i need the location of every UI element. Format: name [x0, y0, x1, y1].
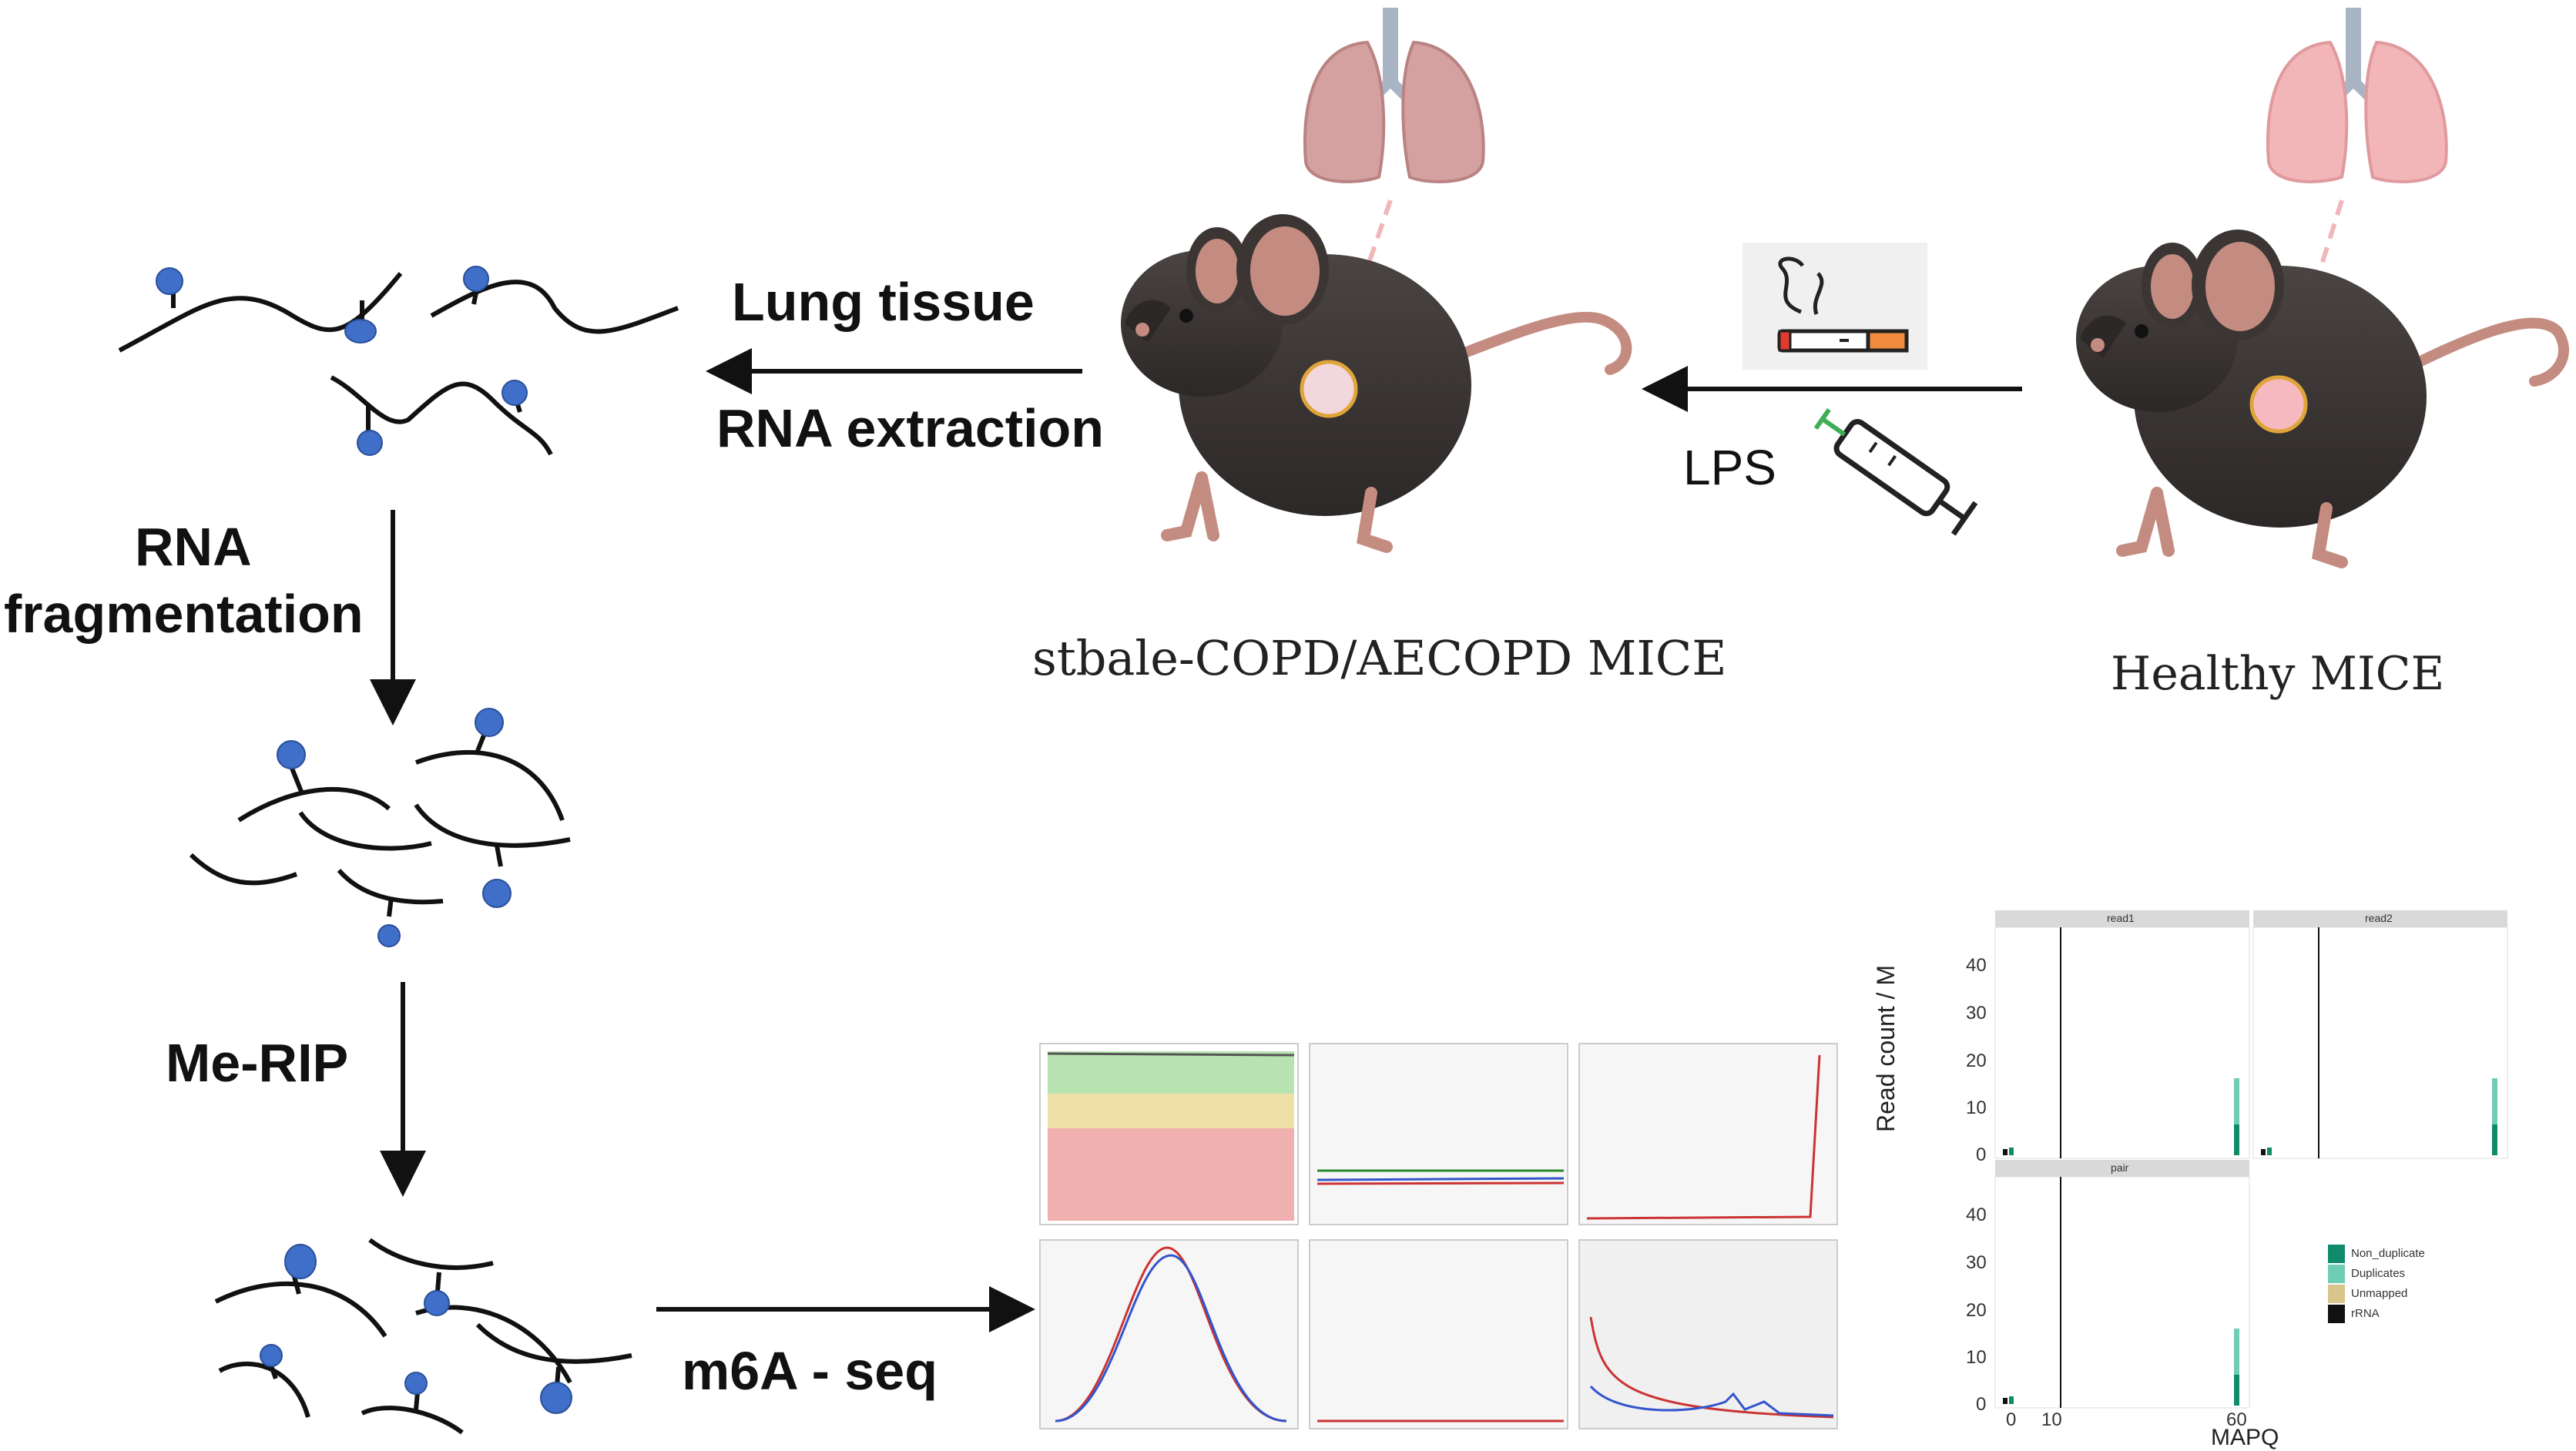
mapq-y-tick: 10	[1966, 1097, 1987, 1118]
mapq-panel-title-pair: pair	[2111, 1161, 2129, 1174]
lps-label: LPS	[1683, 440, 1776, 495]
m6a-markers-merip	[260, 1244, 572, 1414]
mapq-y-tick: 20	[1966, 1300, 1987, 1321]
mapq-legend-item: Unmapped	[2351, 1287, 2408, 1300]
mouse-icon-copd	[1121, 214, 1632, 553]
me-rip-label: Me-RIP	[166, 1033, 349, 1093]
rna-extraction-label: RNA extraction	[716, 398, 1105, 458]
mapq-y-tick: 10	[1966, 1347, 1987, 1368]
mapq-y-tick: 20	[1966, 1051, 1987, 1071]
mapq-y-tick: 0	[1976, 1144, 1987, 1165]
mapq-legend-item: rRNA	[2351, 1307, 2380, 1320]
rna-fragments	[189, 730, 571, 917]
mapq-y-tick: 30	[1966, 1252, 1987, 1273]
mapq-x-tick: 60	[2226, 1409, 2247, 1430]
healthy-mice-label: Healthy MICE	[2111, 647, 2445, 701]
mapq-panel-title-read2: read2	[2365, 912, 2393, 924]
mapq-x-tick: 10	[2041, 1409, 2062, 1430]
cigarette-icon	[1742, 243, 1927, 370]
mapq-legend-item: Non_duplicate	[2351, 1247, 2425, 1260]
mapq-legend-item: Duplicates	[2351, 1267, 2406, 1280]
mapq-y-tick: 0	[1976, 1394, 1987, 1415]
mouse-icon-healthy	[2076, 230, 2570, 568]
qc-plots-grid	[1039, 1043, 1838, 1429]
rna-fragmentation-label-line2: fragmentation	[4, 584, 364, 644]
rna-strands-intact	[118, 272, 679, 456]
mapq-y-tick: 30	[1966, 1003, 1987, 1024]
m6a-seq-label: m6A - seq	[682, 1341, 937, 1401]
mapq-y-tick: 40	[1966, 1205, 1987, 1225]
lung-icon	[1303, 8, 1485, 324]
lung-tissue-label: Lung tissue	[732, 272, 1035, 332]
mapq-y-tick: 40	[1966, 955, 1987, 976]
mapq-panel-title-read1: read1	[2107, 912, 2135, 924]
lung-icon-healthy	[2266, 8, 2448, 324]
mapq-x-tick: 0	[2006, 1409, 2017, 1430]
m6a-markers-intact	[156, 266, 528, 456]
rna-fragmentation-label-line1: RNA	[135, 517, 252, 577]
mapq-x-axis-label: MAPQ	[2211, 1425, 2279, 1450]
mapq-y-axis-label: Read count / M	[1872, 965, 1900, 1132]
syringe-icon	[1813, 408, 1978, 536]
copd-mice-label: stbale-COPD/AECOPD MICE	[1032, 630, 1727, 686]
m6a-markers-fragments	[277, 708, 512, 947]
mapq-chart	[1994, 910, 2508, 1409]
